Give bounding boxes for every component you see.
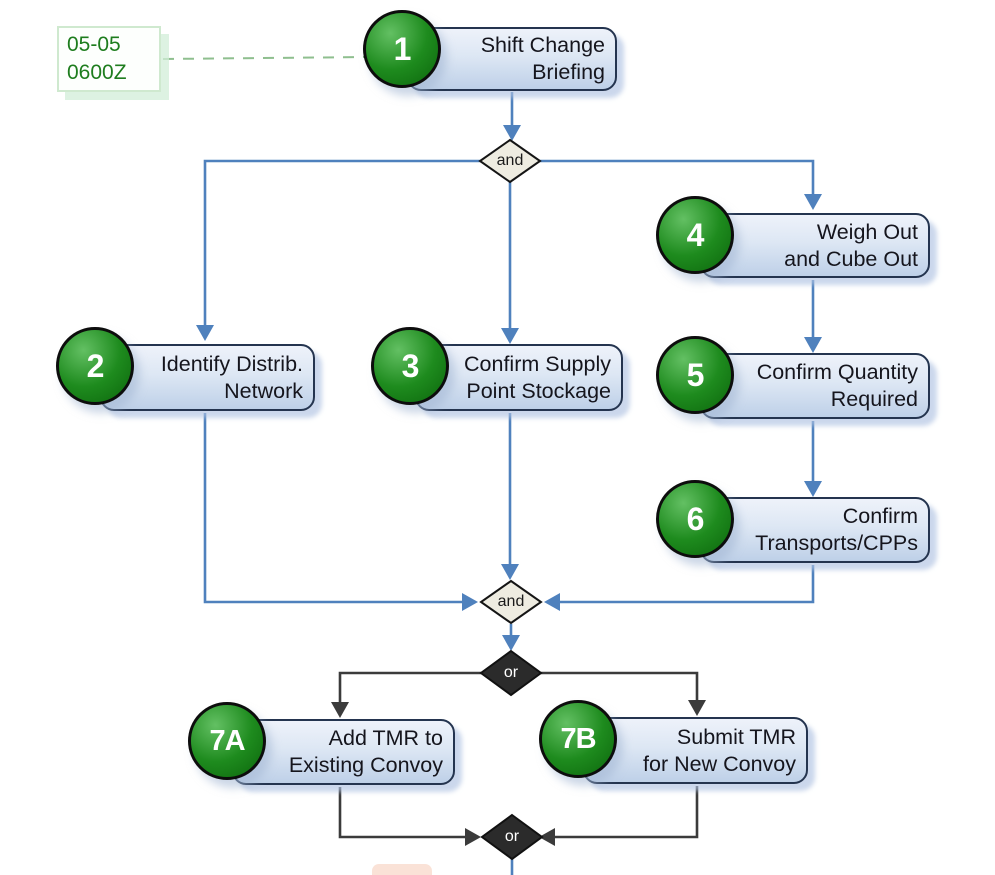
node-shift-change-briefing: Shift Change Briefing 1 bbox=[363, 10, 617, 91]
connector-and1-to-n2 bbox=[203, 159, 483, 327]
node-text-line1: Confirm Quantity bbox=[756, 360, 918, 385]
arrowhead-icon bbox=[465, 828, 481, 846]
arrowhead-icon bbox=[331, 702, 349, 718]
timestamp-date: 05-05 bbox=[67, 33, 121, 56]
node-confirm-transports-cpps: Confirm Transports/CPPs 6 bbox=[656, 480, 930, 563]
step-number-badge: 7A bbox=[188, 702, 266, 780]
connector-or1-to-n7a bbox=[338, 671, 483, 704]
arrowhead-icon bbox=[196, 325, 214, 341]
node-text-line2: Transports/CPPs bbox=[755, 531, 918, 555]
or-gate-top bbox=[479, 649, 543, 697]
and-gate-bottom-label: and bbox=[497, 593, 525, 610]
arrowhead-icon bbox=[503, 125, 521, 141]
node-text-line2: Network bbox=[224, 378, 303, 403]
node-submit-tmr-new-convoy: Submit TMR for New Convoy 7B bbox=[539, 700, 808, 784]
cutoff-shape-hint bbox=[372, 864, 432, 875]
arrowhead-icon bbox=[501, 564, 519, 580]
node-text-line1: Submit TMR bbox=[676, 724, 796, 749]
node-box: Confirm Supply Point Stockage bbox=[415, 344, 623, 411]
step-number-badge: 2 bbox=[56, 327, 134, 405]
node-box: Identify Distrib. Network bbox=[100, 344, 315, 411]
arrowhead-icon bbox=[462, 593, 478, 611]
timestamp-time: 0600Z bbox=[67, 61, 127, 85]
arrowhead-icon bbox=[502, 635, 520, 651]
node-box: Add TMR to Existing Convoy bbox=[232, 719, 455, 785]
node-confirm-quantity-required: Confirm Quantity Required 5 bbox=[656, 336, 930, 419]
node-text-line1: Identify Distrib. bbox=[160, 351, 303, 376]
node-text-line1: Shift Change bbox=[480, 33, 605, 58]
or-gate-top-label: or bbox=[503, 664, 519, 681]
or-gate-bottom-label: or bbox=[504, 828, 520, 845]
and-gate-bottom bbox=[479, 579, 543, 625]
step-number-badge: 3 bbox=[371, 327, 449, 405]
and-gate-top-label: and bbox=[496, 152, 524, 169]
node-text-line2: Point Stockage bbox=[466, 378, 611, 403]
node-text-line2: and Cube Out bbox=[784, 246, 918, 271]
arrowhead-icon bbox=[804, 194, 822, 210]
node-box: Confirm Quantity Required bbox=[700, 353, 930, 419]
node-text-line2: Existing Convoy bbox=[288, 753, 443, 777]
note-dashed-connector bbox=[162, 56, 369, 60]
timestamp-note: 05-05 0600Z bbox=[57, 26, 161, 92]
connector-n7a-to-or2 bbox=[338, 787, 467, 839]
arrowhead-icon bbox=[688, 700, 706, 716]
connector-n7b-to-or2 bbox=[553, 786, 699, 839]
step-number-badge: 6 bbox=[656, 480, 734, 558]
or-gate-bottom bbox=[480, 813, 544, 861]
node-box: Confirm Transports/CPPs bbox=[700, 497, 930, 563]
node-text-line1: Confirm bbox=[842, 504, 918, 529]
arrowhead-icon bbox=[544, 593, 560, 611]
node-box: Submit TMR for New Convoy bbox=[583, 717, 808, 784]
connector-n2-to-and2 bbox=[203, 413, 464, 604]
node-identify-distrib-network: Identify Distrib. Network 2 bbox=[56, 327, 315, 411]
arrowhead-icon bbox=[804, 481, 822, 497]
step-number-badge: 4 bbox=[656, 196, 734, 274]
connector-and1-to-n4 bbox=[538, 159, 815, 196]
node-text-line1: Confirm Supply bbox=[464, 351, 611, 376]
step-number-badge: 7B bbox=[539, 700, 617, 778]
node-text-line2: for New Convoy bbox=[643, 751, 796, 776]
connector-or1-to-n7b bbox=[540, 671, 699, 702]
step-number-badge: 1 bbox=[363, 10, 441, 88]
node-confirm-supply-point-stockage: Confirm Supply Point Stockage 3 bbox=[371, 327, 623, 411]
node-weigh-out-cube-out: Weigh Out and Cube Out 4 bbox=[656, 196, 930, 278]
node-text-line1: Weigh Out bbox=[816, 219, 918, 244]
node-box: Weigh Out and Cube Out bbox=[700, 213, 930, 278]
step-number-badge: 5 bbox=[656, 336, 734, 414]
and-gate-top bbox=[478, 138, 542, 184]
node-text-line2: Required bbox=[830, 387, 918, 411]
arrowhead-icon bbox=[804, 337, 822, 353]
node-text-line1: Add TMR to bbox=[328, 726, 443, 751]
connector-n6-to-and2 bbox=[558, 565, 815, 604]
arrowhead-icon bbox=[501, 328, 519, 344]
node-text-line2: Briefing bbox=[532, 60, 605, 84]
node-add-tmr-existing-convoy: Add TMR to Existing Convoy 7A bbox=[188, 702, 455, 785]
arrowhead-icon bbox=[539, 828, 555, 846]
